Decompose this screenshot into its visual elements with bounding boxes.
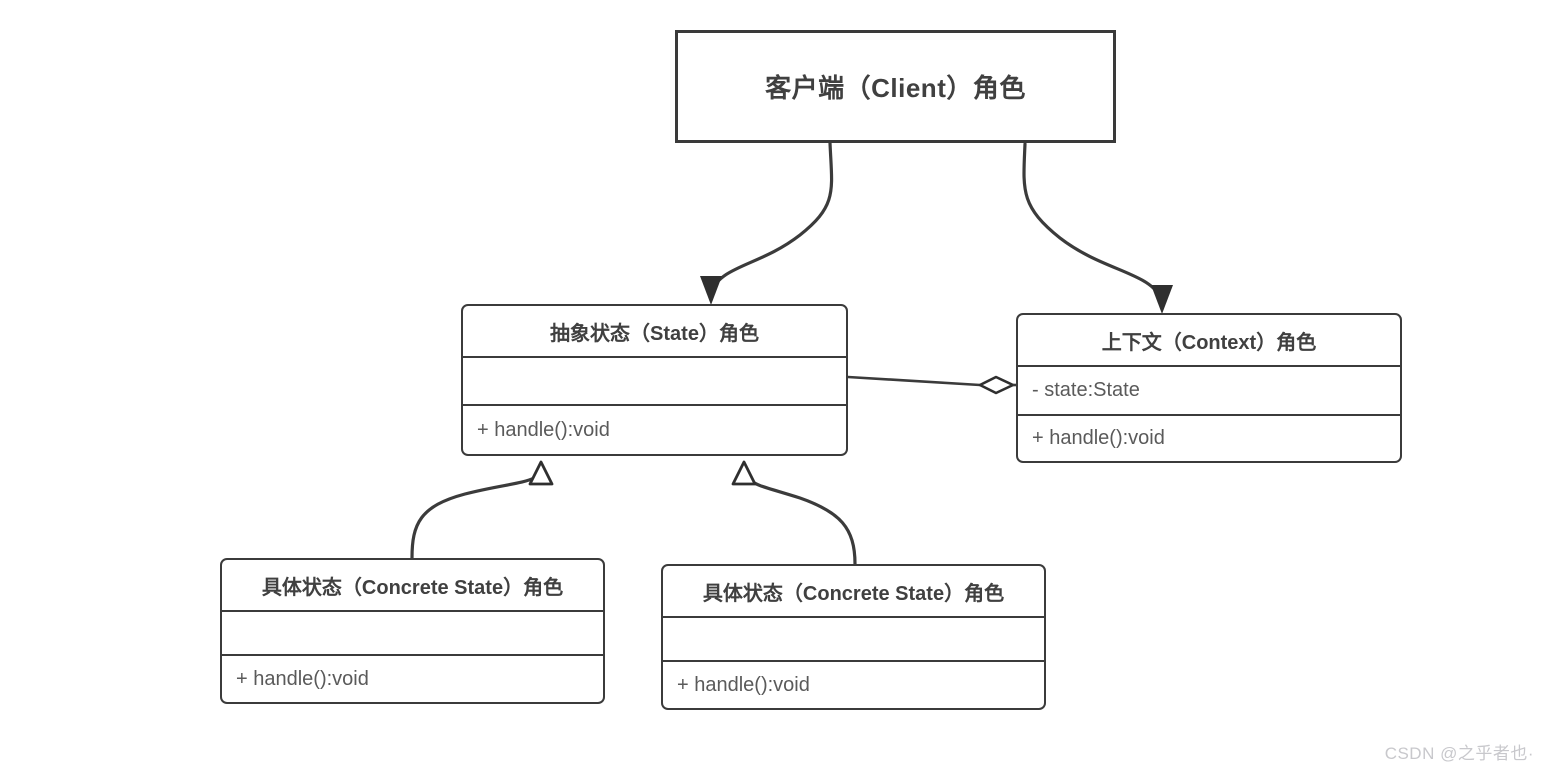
client-title: 客户端（Client）角色	[765, 73, 1026, 103]
edge-context-aggregates-state	[846, 375, 1016, 395]
concrete-state-b-title: 具体状态（Concrete State）角色	[702, 582, 1005, 605]
edge-client-to-state	[700, 141, 834, 305]
concrete-state-b-methods: + handle():void	[663, 660, 1044, 708]
edge-client-to-context	[1022, 142, 1173, 314]
concrete-state-a-attributes	[222, 610, 603, 654]
concrete-state-a-methods: + handle():void	[222, 654, 603, 702]
concrete-state-a-title: 具体状态（Concrete State）角色	[261, 576, 564, 599]
abstract-state-methods: + handle():void	[463, 404, 846, 454]
csdn-watermark: CSDN @之乎者也·	[1384, 744, 1534, 763]
node-concrete-state-a[interactable]: 具体状态（Concrete State）角色 + handle():void	[220, 558, 605, 704]
context-attributes: - state:State	[1018, 365, 1400, 414]
context-title: 上下文（Context）角色	[1101, 331, 1317, 354]
node-client[interactable]: 客户端（Client）角色	[675, 30, 1116, 143]
abstract-state-attributes	[463, 356, 846, 404]
node-context[interactable]: 上下文（Context）角色 - state:State + handle():…	[1016, 313, 1402, 463]
node-concrete-state-b[interactable]: 具体状态（Concrete State）角色 + handle():void	[661, 564, 1046, 710]
context-methods: + handle():void	[1018, 414, 1400, 461]
node-abstract-state[interactable]: 抽象状态（State）角色 + handle():void	[461, 304, 848, 456]
concrete-state-b-attributes	[663, 616, 1044, 660]
abstract-state-title: 抽象状态（State）角色	[550, 322, 759, 345]
edge-concrete-b-inherits-state	[731, 460, 857, 566]
edge-concrete-a-inherits-state	[410, 460, 554, 560]
